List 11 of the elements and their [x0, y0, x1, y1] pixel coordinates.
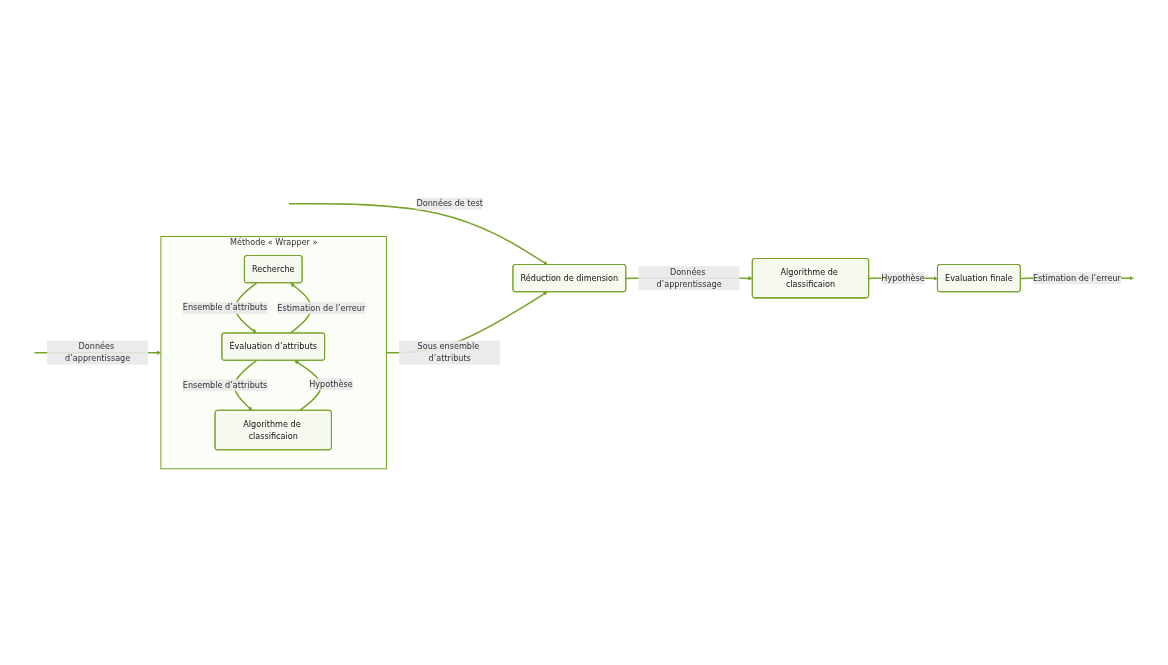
edge-label: Données d’apprentissage — [65, 341, 131, 364]
edge-label: Données de test — [416, 198, 483, 209]
edge-label: Données d’apprentissage — [656, 267, 722, 289]
arrow — [288, 202, 548, 265]
edge-label: Hypothèse — [881, 273, 925, 283]
edge-label: Hypothèse — [309, 379, 353, 389]
edge-label: Estimation de l’erreur — [1032, 273, 1121, 283]
edge-label: Estimation de l’erreur — [277, 302, 366, 313]
edge-label: Sous ensemble d’attributs — [417, 341, 480, 364]
edge-label: Ensemble d’attributs — [182, 302, 268, 313]
edge-label: Ensemble d’attributs — [182, 380, 268, 390]
